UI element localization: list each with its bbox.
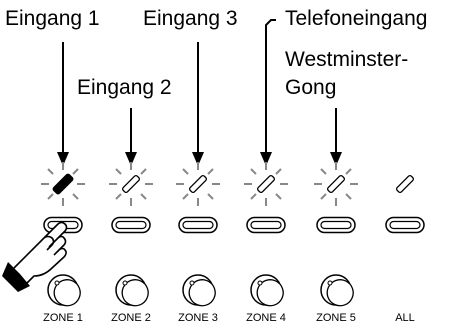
callout-entrance2: Eingang 2 [77, 76, 172, 99]
indicator-lamp-icon [175, 161, 221, 207]
callout-entrance1: Eingang 1 [5, 7, 100, 30]
indicator-lamp-icon [243, 161, 289, 207]
zone-label: ZONE 4 [246, 312, 286, 324]
zone-label: ZONE 1 [43, 312, 83, 324]
pressing-hand-icon [2, 221, 68, 292]
zone-label: ALL [395, 312, 415, 324]
all-select-button[interactable] [385, 216, 425, 234]
knob-row [47, 274, 358, 311]
zone3-volume-knob-icon[interactable] [182, 274, 220, 311]
zone-label: ZONE 2 [111, 312, 151, 324]
zone5-select-button[interactable] [316, 216, 356, 234]
zone4-select-button[interactable] [246, 216, 286, 234]
zone-label: ZONE 5 [316, 312, 356, 324]
indicator-lamp-icon [313, 161, 359, 207]
indicator-lamp-icon [108, 161, 154, 207]
indicator-lamp-icon [395, 174, 415, 194]
callout-entrance3: Eingang 3 [143, 7, 238, 30]
arrow-phone [265, 19, 276, 158]
zone2-select-button[interactable] [111, 216, 151, 234]
zone4-volume-knob-icon[interactable] [250, 274, 288, 311]
zone5-volume-knob-icon[interactable] [320, 274, 358, 311]
zone3-select-button[interactable] [178, 216, 218, 234]
zone2-volume-knob-icon[interactable] [115, 274, 153, 311]
callout-phone: Telefoneingang [285, 7, 428, 30]
button-row [43, 216, 425, 234]
zone-label: ZONE 3 [178, 312, 218, 324]
indicator-row [40, 161, 415, 207]
callout-westminster-line2: Gong [285, 76, 337, 99]
indicator-lamp-icon [40, 161, 86, 207]
zone1-volume-knob-icon[interactable] [47, 274, 85, 311]
callout-arrows [57, 19, 342, 166]
callout-westminster-line1: Westminster- [285, 48, 409, 71]
